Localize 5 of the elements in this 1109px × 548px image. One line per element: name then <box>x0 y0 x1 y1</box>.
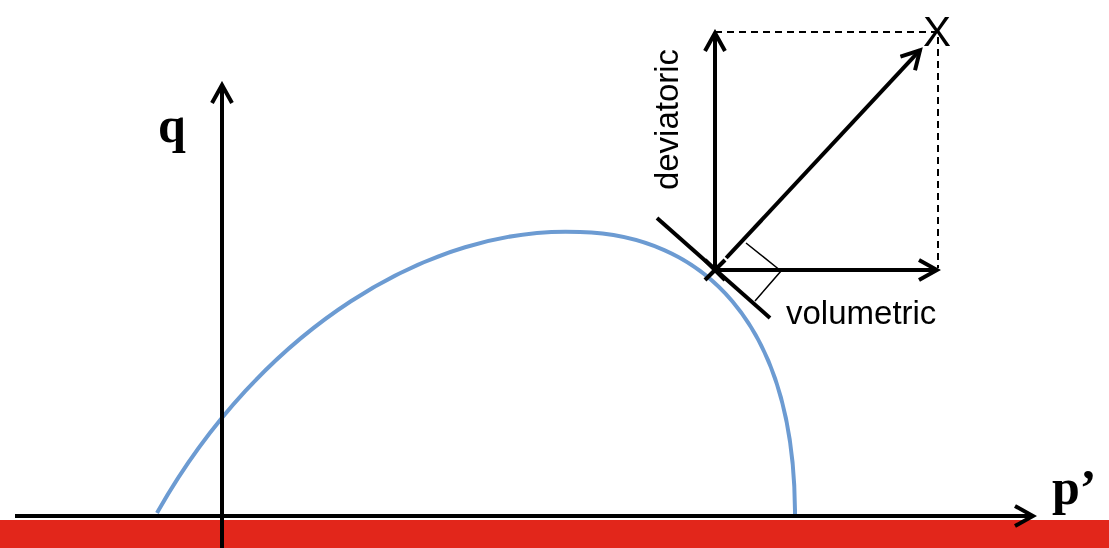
point-label: X <box>920 12 954 52</box>
point-marker <box>703 258 727 282</box>
arrow <box>724 48 922 260</box>
vector-label: volumetric <box>786 296 937 329</box>
vector-label: deviatoric <box>650 48 684 191</box>
